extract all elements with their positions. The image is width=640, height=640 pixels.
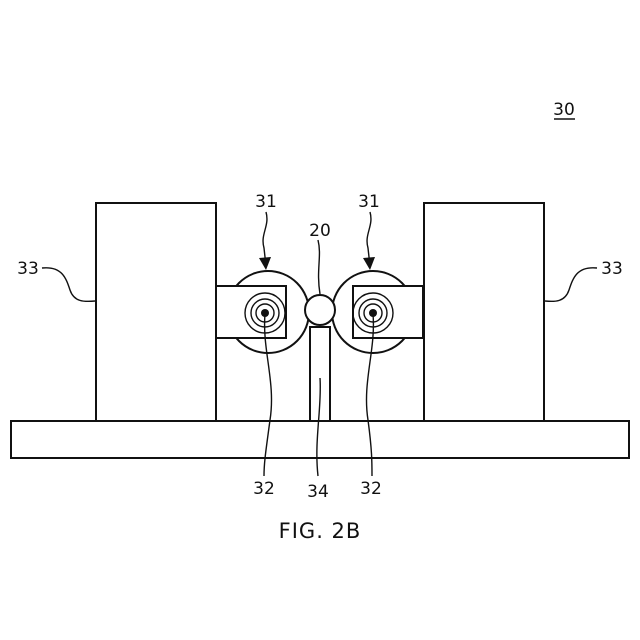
ref-roller-right: 31 (358, 192, 380, 212)
side-block-left (96, 203, 216, 421)
leader-block-right (545, 268, 597, 302)
ref-roller-left: 31 (255, 192, 277, 212)
leader-block-left (42, 268, 95, 302)
ref-axle-right: 32 (360, 479, 382, 499)
ball (305, 295, 335, 325)
side-block-right (424, 203, 544, 421)
ref-block-left: 33 (17, 259, 39, 279)
arrow-roller-right (363, 257, 375, 270)
leader-ball (318, 240, 320, 294)
ref-assembly: 30 (553, 100, 575, 120)
figure-caption: FIG. 2B (279, 519, 362, 543)
ref-block-right: 33 (601, 259, 623, 279)
ref-axle-left: 32 (253, 479, 275, 499)
ref-ball: 20 (309, 221, 331, 241)
roller-unit-left (216, 271, 309, 353)
base-plate (11, 421, 629, 458)
ref-post: 34 (307, 482, 329, 502)
arrow-roller-left (259, 257, 271, 270)
roller-unit-right (332, 271, 423, 353)
